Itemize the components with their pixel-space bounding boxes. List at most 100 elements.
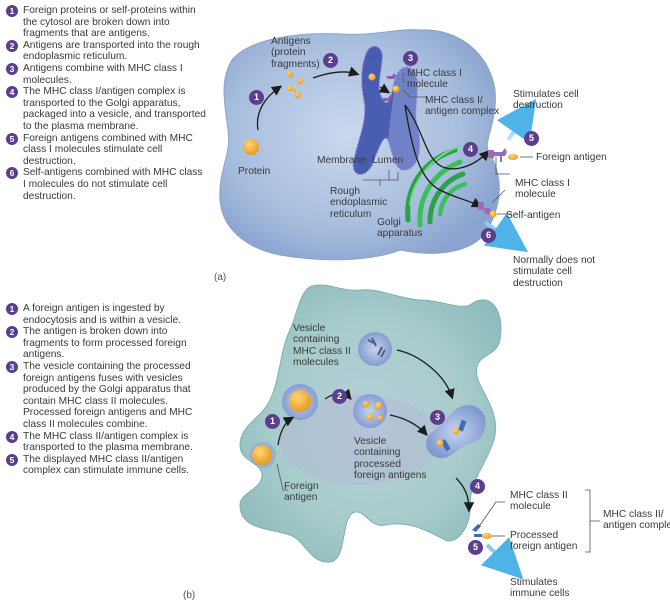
arrow-a1 [256, 85, 283, 131]
step-b-2: 2 The antigen is broken down into fragmen… [6, 326, 206, 361]
label-line: Rough [330, 186, 361, 197]
antigen-fragments [287, 70, 303, 99]
step-text: Antigens are transported into the rough … [23, 39, 200, 63]
mhc2-surface [472, 524, 482, 537]
label-vesicle-mhc2: Vesicle containing MHC class II molecule… [293, 323, 351, 369]
step-a-2: 2 Antigens are transported into the rough… [6, 39, 206, 63]
vesicle-processed [353, 394, 387, 428]
label-normally-does-not: Normally does not stimulate cell destruc… [513, 255, 595, 289]
step-text: The vesicle containing the processed for… [23, 360, 193, 430]
label-line: MHC class II [510, 490, 568, 501]
label-line: foreign antigen [510, 541, 578, 553]
foreign-antigen-a [508, 154, 518, 160]
arrow-b3-proc [389, 414, 428, 436]
label-mhc2-molecule: MHC class II molecule [510, 490, 568, 513]
callout-b-5: 5 [468, 540, 483, 555]
mhc1-molecules-er [382, 73, 396, 101]
callout-b-2: 2 [332, 389, 347, 404]
label-line: Foreign [284, 481, 319, 492]
label-processed-foreign-antigen: Processed foreign antigen [510, 530, 577, 553]
step-text: Foreign proteins or self-proteins within… [23, 5, 196, 40]
label-antigens: Antigens (protein fragments) [271, 36, 320, 70]
label-mhc1-molecule: MHC class I molecule [407, 68, 462, 91]
step-number-badge: 5 [6, 453, 18, 466]
label-line: Antigens [271, 36, 311, 47]
label-line: antigen [284, 492, 318, 504]
label-line: Vesicle [354, 436, 387, 447]
arrow-b3-mhc [396, 349, 455, 400]
blue-arrow-normally [483, 212, 529, 253]
callout-b-1: 1 [265, 414, 280, 429]
label-line: containing [354, 447, 401, 459]
mhc1-surface-foreign [488, 148, 507, 162]
label-stimulates-cell-destruction: Stimulates cell destruction [513, 89, 579, 112]
label-membrane: Membrane [317, 155, 366, 166]
label-line: molecule [407, 79, 448, 91]
step-text: The MHC class I/antigen complex is trans… [23, 86, 206, 132]
protein-blob [243, 139, 259, 155]
step-number-badge: 4 [6, 86, 18, 99]
step-b-5: 5 The displayed MHC class II/antigen comp… [6, 453, 206, 477]
step-text: Foreign antigens combined with MHC class… [23, 132, 193, 167]
label-line: molecules [293, 357, 339, 369]
label-line: antigen complex [603, 520, 670, 532]
step-number-badge: 2 [6, 39, 18, 52]
label-line: Vesicle [293, 323, 326, 334]
label-line: MHC class I [515, 178, 570, 189]
label-lumen: Lumen [372, 155, 404, 166]
step-text: The antigen is broken down into fragment… [23, 326, 187, 361]
step-number-badge: 6 [6, 167, 18, 180]
label-line: reticulum [330, 208, 372, 220]
step-number-badge: 4 [6, 430, 18, 443]
arrow-a4-to-self [404, 104, 483, 208]
callout-a-2: 2 [323, 53, 338, 68]
label-line: processed [354, 458, 402, 470]
label-line: antigen complex [425, 106, 500, 118]
label-line: Golgi [377, 217, 401, 228]
step-text: A foreign antigen is ingested by endocyt… [23, 303, 181, 326]
callout-a-3: 3 [403, 51, 418, 66]
label-mhc1-surface: MHC class I molecule [515, 178, 570, 201]
callout-b-3: 3 [430, 410, 445, 425]
callout-a-6: 6 [481, 228, 496, 243]
step-number-badge: 1 [6, 5, 18, 17]
label-line: Stimulates [510, 577, 558, 588]
self-antigen-dot [489, 210, 497, 218]
step-number-badge: 3 [6, 360, 18, 373]
arrow-b4 [455, 477, 475, 513]
label-line: MHC class II/ [603, 509, 664, 520]
callout-b-4: 4 [470, 479, 485, 494]
step-text: The MHC class II/antigen complex is tran… [23, 430, 193, 454]
step-b-3: 3 The vesicle containing the processed fo… [6, 360, 206, 431]
label-line: Normally does not [513, 255, 596, 266]
label-mhc2-complex: MHC class II/ antigen complex [603, 509, 670, 532]
label-line: (protein [271, 47, 306, 59]
step-b-4: 4 The MHC class II/antigen complex is tra… [6, 430, 206, 454]
label-rough-er: Rough endoplasmic reticulum [330, 186, 387, 220]
step-number-badge: 3 [6, 62, 18, 75]
label-line: apparatus [377, 228, 423, 240]
steps-list-a: 1 Foreign proteins or self-proteins withi… [6, 5, 206, 202]
arrow-a2 [312, 66, 360, 79]
label-self-antigen: Self-antigen [506, 210, 561, 221]
blue-arrow-immune [480, 536, 524, 580]
step-number-badge: 2 [6, 326, 18, 339]
label-line: destruction [513, 277, 563, 289]
blue-arrow-stimulates [496, 98, 537, 144]
step-a-1: 1 Foreign proteins or self-proteins withi… [6, 5, 206, 40]
label-foreign-antigen: Foreign antigen [536, 152, 607, 163]
callout-a-4: 4 [463, 142, 478, 157]
label-vesicle-processed: Vesicle containing processed foreign ant… [354, 436, 427, 482]
label-protein: Protein [238, 166, 271, 177]
step-a-4: 4 The MHC class I/antigen complex is tran… [6, 86, 206, 132]
callout-a-1: 1 [249, 90, 264, 105]
step-number-badge: 5 [6, 132, 18, 145]
label-line: molecule [510, 501, 551, 513]
label-line: endoplasmic [330, 197, 388, 209]
panel-label-b: (b) [183, 590, 196, 601]
arrow-b1 [277, 416, 295, 446]
step-text: The displayed MHC class II/antigen compl… [23, 453, 189, 477]
